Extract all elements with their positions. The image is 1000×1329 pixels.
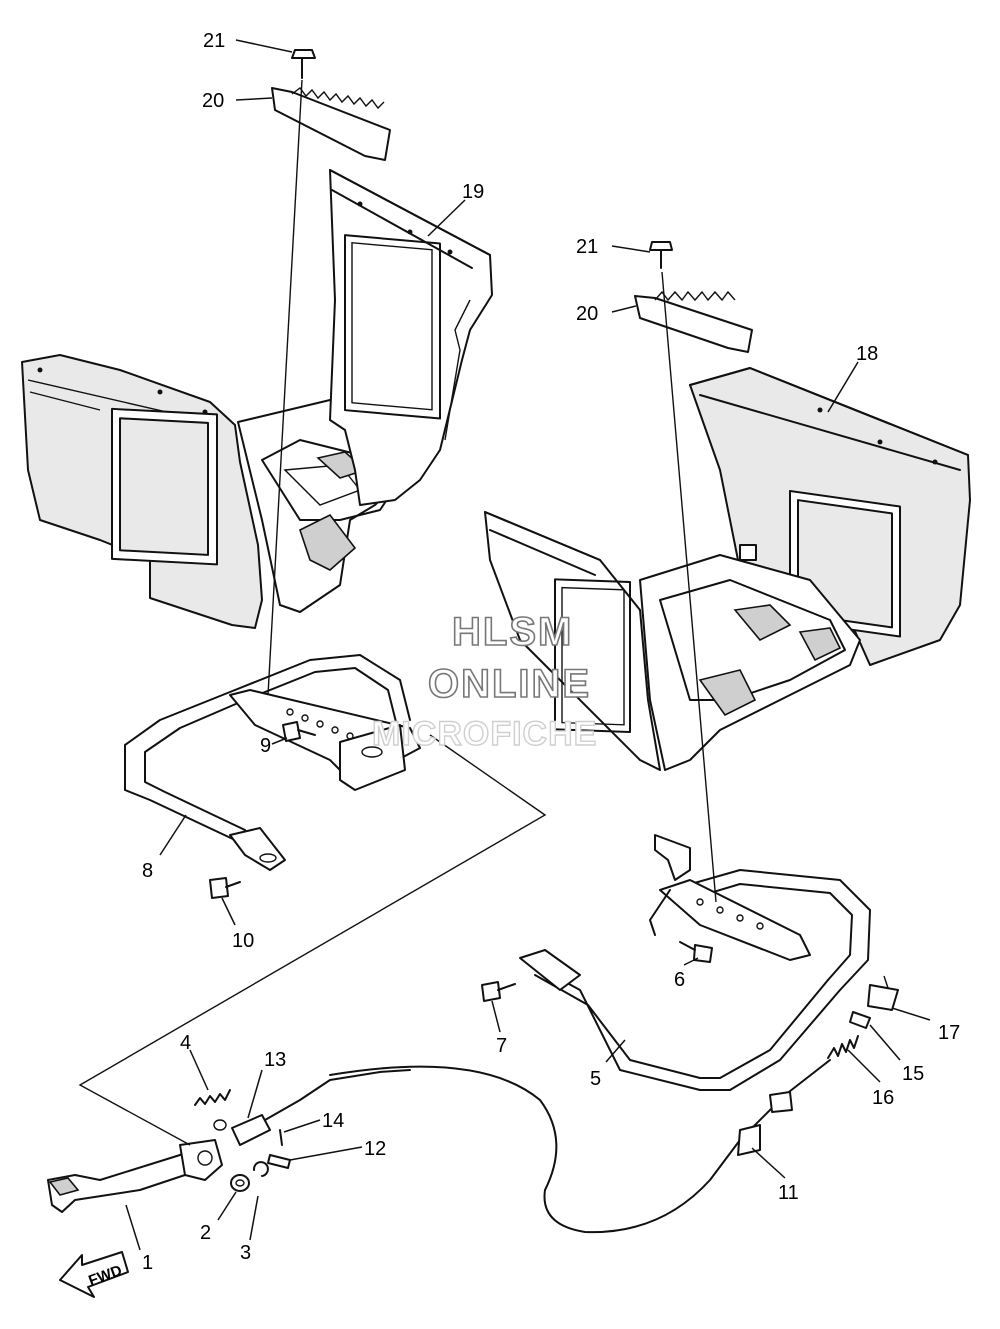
callout-20-right: 20 [576, 303, 598, 325]
callout-20-left: 20 [202, 90, 224, 112]
callout-15: 15 [902, 1063, 924, 1085]
callout-leaders [125, 39, 931, 1251]
watermark-line-2: ONLINE [428, 662, 591, 706]
callout-labels: 21 20 19 21 20 18 9 8 10 6 7 5 17 15 16 … [142, 30, 960, 1274]
brake-pedal-assembly [47, 975, 899, 1234]
right-footrest-frame [481, 834, 871, 1091]
callout-2: 2 [200, 1222, 211, 1244]
callout-12: 12 [364, 1138, 386, 1160]
assembly-guide-lines [78, 79, 717, 1146]
watermark-line-1: HLSM [452, 610, 573, 654]
left-step-plate [271, 49, 391, 161]
callout-8: 8 [142, 860, 153, 882]
callout-21-left: 21 [203, 30, 225, 52]
left-footrest-board [21, 169, 493, 629]
callout-21-right: 21 [576, 236, 598, 258]
watermark: HLSM ONLINE MICROFICHE [371, 609, 597, 754]
callout-4: 4 [180, 1032, 191, 1054]
callout-16: 16 [872, 1087, 894, 1109]
callout-6: 6 [674, 969, 685, 991]
callout-3: 3 [240, 1242, 251, 1264]
callout-1: 1 [142, 1252, 153, 1274]
callout-19: 19 [462, 181, 484, 203]
callout-14: 14 [322, 1110, 344, 1132]
callout-9: 9 [260, 735, 271, 757]
callout-7: 7 [496, 1035, 507, 1057]
callout-10: 10 [232, 930, 254, 952]
callout-18: 18 [856, 343, 878, 365]
fwd-direction-arrow: FWD [59, 1251, 129, 1298]
left-footrest-frame [124, 654, 421, 899]
watermark-line-3: MICROFICHE [372, 715, 597, 753]
callout-5: 5 [590, 1068, 601, 1090]
callout-11: 11 [778, 1182, 799, 1204]
right-footrest-board [484, 367, 971, 771]
callout-13: 13 [264, 1049, 286, 1071]
right-step-plate [634, 241, 753, 353]
callout-17: 17 [938, 1022, 960, 1044]
